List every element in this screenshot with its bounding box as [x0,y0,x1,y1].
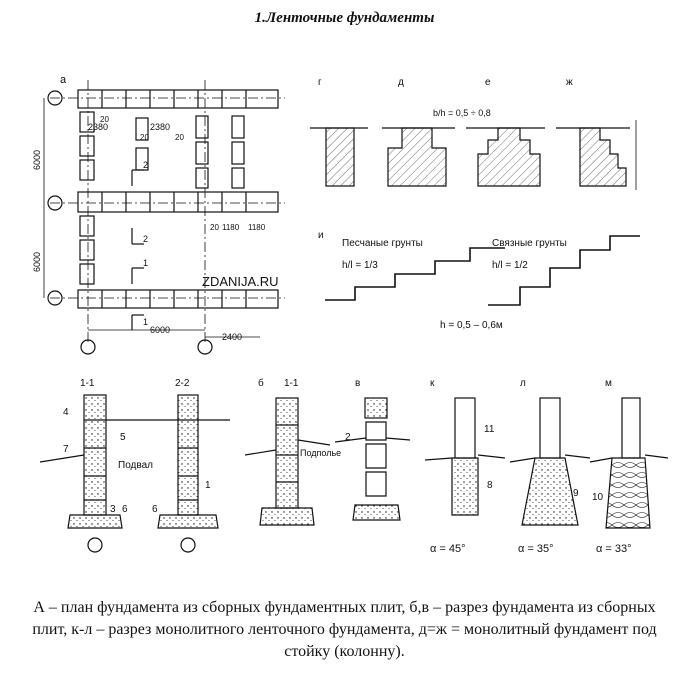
svg-text:6: 6 [152,504,158,515]
svg-text:20: 20 [210,223,219,232]
svg-text:6000: 6000 [32,252,42,272]
svg-text:и: и [318,230,324,241]
svg-text:α = 45°: α = 45° [430,543,466,555]
svg-text:к: к [430,378,435,389]
svg-text:в: в [355,378,360,389]
svg-text:Песчаные грунты: Песчаные грунты [342,238,423,249]
plan-letter: а [60,74,67,86]
watermark: ZDANIJA.RU [202,274,279,289]
svg-text:10: 10 [592,492,604,503]
svg-text:2380: 2380 [150,122,170,132]
svg-text:20: 20 [140,133,149,142]
svg-text:1180: 1180 [248,223,266,232]
svg-text:2380: 2380 [88,122,108,132]
svg-text:л: л [520,378,526,389]
svg-text:20: 20 [100,115,109,124]
svg-text:5: 5 [120,432,126,443]
column-footing-sections: г д е ж b/h = 0,5 ÷ 0,8 [310,77,637,190]
svg-text:20: 20 [175,133,184,142]
svg-text:6: 6 [122,504,128,515]
svg-text:2-2: 2-2 [175,378,190,389]
svg-text:4: 4 [63,407,69,418]
svg-text:7: 7 [63,444,69,455]
svg-text:м: м [605,378,612,389]
svg-text:2: 2 [143,234,148,244]
svg-text:е: е [485,77,491,88]
svg-text:α = 35°: α = 35° [518,543,554,555]
svg-text:д: д [398,77,404,88]
svg-text:11: 11 [484,424,495,435]
stepped-foundation: и Песчаные грунты h/l = 1/3 Связные грун… [318,230,640,331]
svg-text:h = 0,5 – 0,6м: h = 0,5 – 0,6м [440,320,503,331]
svg-text:1-1: 1-1 [284,378,299,389]
strip-foundation-sections: 1-1 2-2 б 1-1 в к л м Подвал Подполье [39,377,669,555]
svg-text:2: 2 [143,160,148,170]
svg-text:6000: 6000 [32,150,42,170]
svg-text:б: б [258,377,264,389]
svg-text:1: 1 [143,258,148,268]
svg-text:α = 33°: α = 33° [596,543,632,555]
svg-text:1180: 1180 [222,223,240,232]
svg-text:3: 3 [110,504,116,515]
svg-text:ж: ж [566,77,573,88]
svg-text:Подвал: Подвал [118,460,153,471]
page-title: 1.Ленточные фундаменты [254,10,435,26]
svg-text:2: 2 [345,432,351,443]
svg-text:1-1: 1-1 [80,378,95,389]
svg-text:1: 1 [143,317,148,327]
svg-text:8: 8 [487,480,493,491]
foundation-plan: а [32,74,285,355]
figure-caption: А – план фундамента из сборных фундамент… [32,599,657,660]
svg-text:г: г [318,77,322,88]
svg-text:Связные грунты: Связные грунты [492,238,567,249]
svg-text:h/l = 1/3: h/l = 1/3 [342,260,378,271]
svg-text:Подполье: Подполье [300,448,341,458]
svg-text:h/l = 1/2: h/l = 1/2 [492,260,528,271]
svg-text:b/h = 0,5 ÷ 0,8: b/h = 0,5 ÷ 0,8 [433,108,491,118]
svg-text:9: 9 [573,488,579,499]
svg-text:1: 1 [205,480,211,491]
